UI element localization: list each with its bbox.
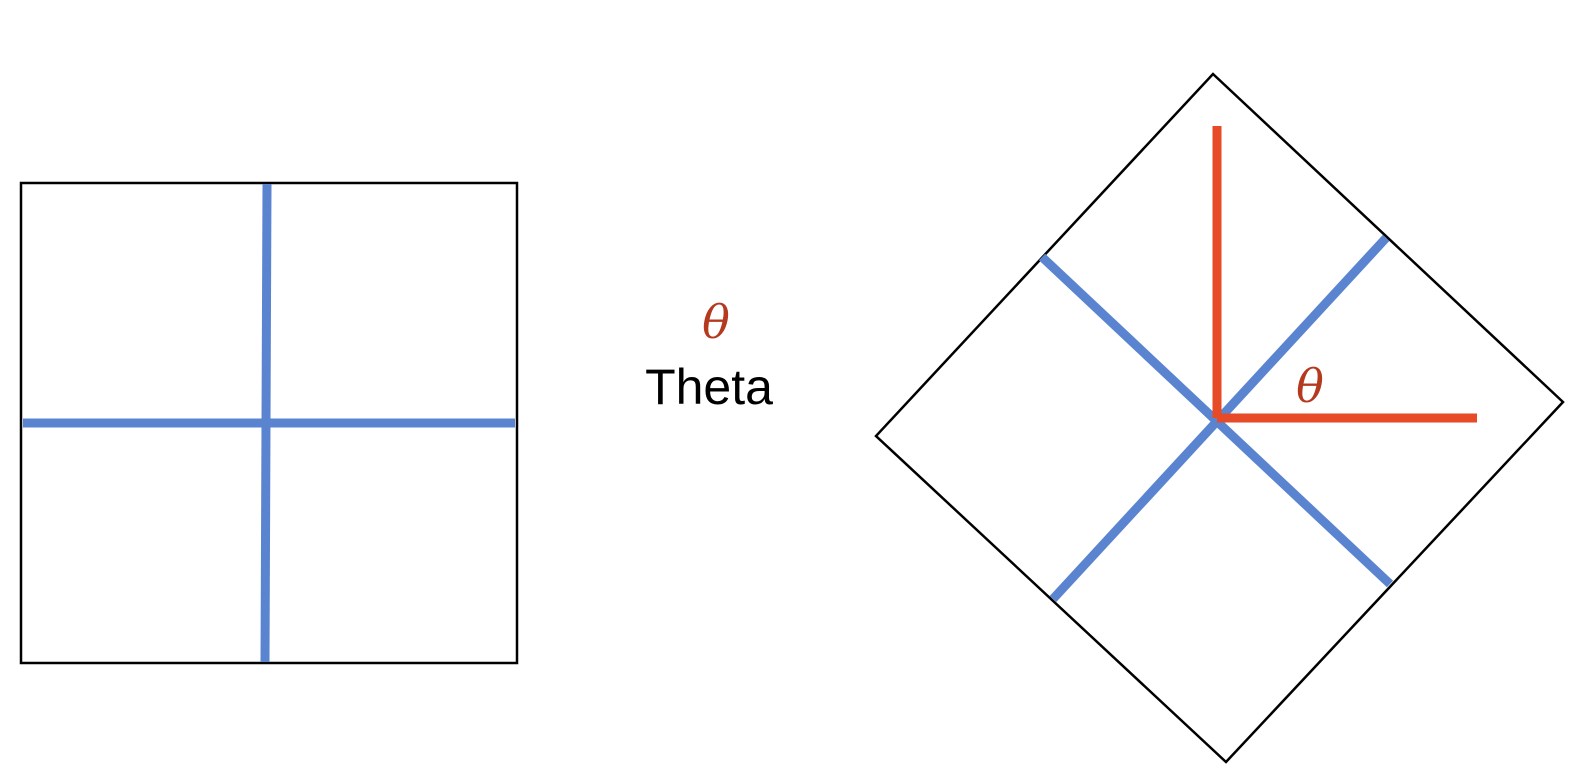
rotated-square-figure: θ: [874, 72, 1565, 764]
rotated-square-outline: [874, 72, 1565, 764]
legend-caption: Theta: [645, 359, 773, 415]
unrotated-square-outline: [19, 181, 519, 665]
legend-theta-symbol: θ: [702, 295, 730, 349]
unrotated-vertical-axis: [260, 183, 272, 663]
unrotated-square-figure: [19, 181, 519, 665]
rotation-angle-label: θ: [1296, 359, 1324, 413]
theta-legend: θ Theta: [645, 295, 773, 415]
